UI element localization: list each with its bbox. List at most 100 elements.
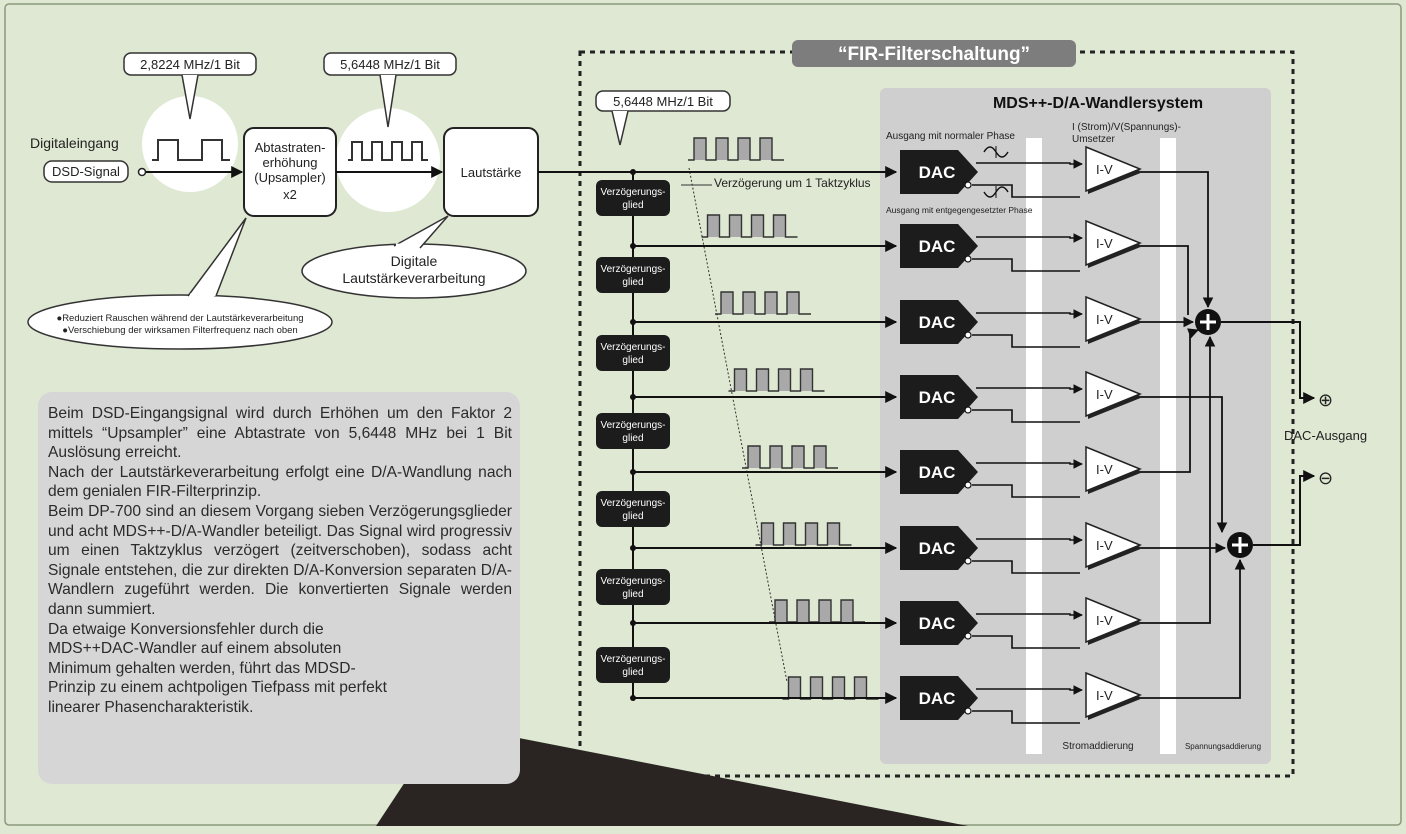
delay-label: glied: [622, 355, 643, 366]
description-paragraph-3: Beim DP-700 sind an diesem Vorgang siebe…: [48, 502, 512, 618]
pulse-fill: [788, 677, 801, 699]
pulse-fill: [770, 446, 782, 468]
dac-inverse-wire: [972, 710, 1080, 724]
pulse-train: [728, 368, 825, 392]
pulse-train: [688, 137, 784, 161]
dsd-signal-badge: [43, 160, 129, 183]
plus-output-symbol: ⊕: [1318, 390, 1333, 410]
pulse-fill: [814, 446, 826, 468]
upsampler-label-4: x2: [283, 187, 297, 202]
delay-label: Verzögerungs-: [600, 420, 665, 431]
pulse-fill: [734, 369, 747, 391]
dac-output-label: DAC-Ausgang: [1284, 428, 1367, 443]
pulse-fill: [832, 677, 845, 699]
positive-output-wire: [1221, 321, 1316, 404]
junction-dot: [630, 169, 636, 175]
fir-title-pill: [792, 40, 1076, 67]
dac-block: [900, 526, 978, 570]
dac-label: DAC: [919, 614, 956, 633]
iv-header-2: Umsetzer: [1072, 134, 1115, 145]
dac-label: DAC: [919, 689, 956, 708]
upsampler-note-2: ●Verschiebung der wirksamen Filterfreque…: [62, 325, 297, 336]
pulse-train: [742, 445, 838, 469]
pulse-fill: [738, 138, 750, 160]
volume-callout-1: Digitale: [391, 253, 438, 269]
iv-label: I-V: [1096, 538, 1113, 553]
junction-dot: [630, 243, 636, 249]
dac-to-iv-wire: [976, 159, 1083, 169]
pulse-fill: [748, 446, 760, 468]
freq-in-pointer: [181, 74, 199, 120]
delay-label: glied: [622, 667, 643, 678]
delay-block: [596, 413, 670, 449]
iv-converter: [1085, 295, 1142, 343]
pulse-fill: [721, 292, 733, 314]
delay-label: glied: [622, 511, 643, 522]
iv-label: I-V: [1096, 462, 1113, 477]
junction-dot: [630, 394, 636, 400]
pulse-fill: [841, 600, 853, 622]
delay-label: Verzögerungs-: [600, 264, 665, 275]
delay-block: [596, 335, 670, 371]
delay-label: Verzögerungs-: [600, 187, 665, 198]
pulse-fill: [778, 369, 791, 391]
dac-inverse-wire: [972, 258, 1080, 272]
delay-note: Verzögerung um 1 Taktzyklus: [714, 176, 871, 190]
pulse-fill: [775, 600, 787, 622]
upsampler-label-1: Abtastraten-: [255, 140, 326, 155]
upsampler-label-3: (Upsampler): [254, 170, 326, 185]
voltage-add-label: Spannungsaddierung: [1185, 742, 1261, 751]
volume-callout-2: Lautstärkeverarbeitung: [342, 270, 485, 286]
mds-title: MDS++-D/A-Wandlersystem: [993, 95, 1203, 112]
dac-inverse-node: [964, 481, 972, 489]
dac-inverse-wire: [972, 184, 1080, 198]
delay-block: [596, 257, 670, 293]
dac-block: [900, 300, 978, 344]
upsampler-label-2: erhöhung: [263, 155, 318, 170]
dac-inverse-wire: [972, 560, 1080, 574]
delay-block: [596, 491, 670, 527]
iv-label: I-V: [1096, 613, 1113, 628]
pulse-fill: [716, 138, 728, 160]
dac-inverse-node: [964, 406, 972, 414]
pulse-fill: [854, 677, 867, 699]
delay-block: [596, 569, 670, 605]
dac-to-iv-wire: [976, 309, 1083, 319]
iv-to-sum-wire: [1141, 171, 1214, 309]
iv-converter: [1085, 596, 1142, 644]
volume-label: Lautstärke: [461, 165, 522, 180]
junction-dot: [630, 620, 636, 626]
inverse-phase-label: Ausgang mit entgegengesetzter Phase: [886, 205, 1033, 215]
volume-callout-pointer: [393, 215, 449, 249]
current-add-band: [1026, 138, 1042, 754]
description-panel: Beim DSD-Eingangsignal wird durch Erhöhe…: [38, 392, 520, 784]
delay-block: [596, 180, 670, 216]
dac-label: DAC: [919, 313, 956, 332]
volume-callout-cover: [395, 243, 419, 248]
pulse-fill: [751, 215, 764, 237]
iv-converter: [1085, 145, 1142, 193]
pulse-fill: [773, 215, 786, 237]
dac-block: [900, 375, 978, 419]
pulse-fill: [810, 677, 823, 699]
dac-inverse-wire: [972, 484, 1080, 498]
voltage-add-band: [1160, 138, 1176, 754]
pulse-train: [715, 291, 811, 315]
upsampler-notes-bubble: [27, 294, 333, 350]
pulse-fill: [729, 215, 742, 237]
dac-inverse-node: [964, 557, 972, 565]
dac-inverse-wire: [972, 635, 1080, 649]
delay-block: [596, 647, 670, 683]
pulse-fill: [694, 138, 706, 160]
description-paragraph-4: Da etwaige Konversionsfehler durch die M…: [48, 620, 387, 716]
input-waveform: [152, 139, 230, 161]
description-paragraph-1: Beim DSD-Eingangsignal wird durch Erhöhe…: [48, 405, 512, 462]
current-add-label: Stromaddierung: [1062, 741, 1133, 752]
pulse-train: [755, 522, 852, 546]
iv-label: I-V: [1096, 312, 1113, 327]
dac-inverse-node: [964, 632, 972, 640]
iv-converter: [1085, 671, 1142, 719]
dac-label: DAC: [919, 163, 956, 182]
iv-converter: [1085, 445, 1142, 493]
